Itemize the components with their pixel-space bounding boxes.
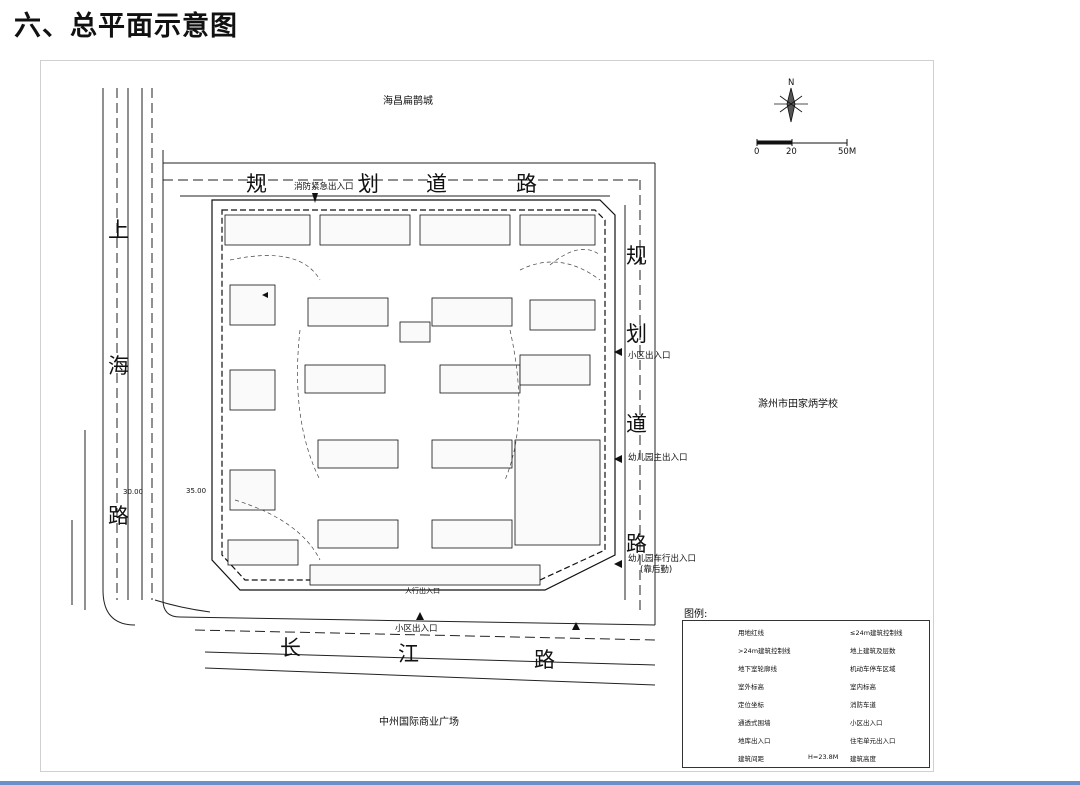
legend-box — [682, 620, 930, 768]
dimension-label: 30.00 — [123, 488, 144, 496]
legend-item: >24m建筑控制线 — [738, 647, 791, 655]
bottom-road-char: 江 — [398, 642, 419, 666]
kindergarten-vehicle-entrance-marker-icon — [614, 560, 622, 568]
kindergarten-block — [514, 439, 601, 546]
legend-item: 住宅单元出入口 — [850, 737, 896, 745]
garage-entrance-marker-icon — [262, 292, 268, 298]
legend-item: 小区出入口 — [850, 719, 883, 727]
north-label: N — [788, 78, 795, 88]
building-block — [227, 539, 299, 566]
top-road-char: 路 — [516, 172, 537, 196]
legend-item: 消防车道 — [850, 701, 876, 709]
left-road-char: 上 — [108, 218, 129, 242]
top-road-char: 道 — [426, 172, 447, 196]
left-road-char: 路 — [108, 504, 129, 528]
building-block — [399, 321, 431, 343]
left-road-outer-line — [102, 88, 136, 626]
bottom-neighbor-label: 中州国际商业广场 — [379, 717, 459, 728]
scale-tick-0: 0 — [754, 147, 760, 157]
legend-title: 图例: — [684, 609, 708, 620]
building-block — [431, 519, 513, 549]
page-title: 六、总平面示意图 — [14, 11, 238, 42]
legend-item: 室内标高 — [850, 683, 876, 691]
legend-item: 建筑间距 — [738, 755, 764, 763]
scale-bar — [756, 139, 848, 146]
scale-tick-50: 50M — [838, 147, 857, 157]
building-block — [224, 214, 311, 246]
community-entrance-marker-icon — [614, 348, 622, 356]
right-road-char: 规 — [626, 244, 647, 268]
fire-entrance-marker-icon — [312, 193, 318, 203]
building-block — [229, 469, 276, 511]
legend-item: 通透式围墙 — [738, 719, 771, 727]
dimension-label: 35.00 — [186, 487, 207, 495]
left-road-char: 海 — [108, 354, 129, 378]
top-road-char: 划 — [358, 172, 379, 196]
pedestrian-entrance-label: 人行出入口 — [405, 587, 440, 595]
community-entrance-bottom-label: 小区出入口 — [395, 624, 438, 634]
pedestrian-entrance-marker-icon — [572, 622, 580, 630]
legend-item: 室外标高 — [738, 683, 764, 691]
right-road-char: 路 — [626, 532, 647, 556]
legend-item: 地库出入口 — [738, 737, 771, 745]
kindergarten-vehicle-entrance-note: (靠后勤) — [640, 565, 673, 575]
building-block — [309, 564, 541, 586]
building-block — [319, 214, 411, 246]
right-neighbor-label: 滁州市田家炳学校 — [758, 399, 838, 410]
north-arrow-icon — [774, 87, 808, 123]
community-bottom-entrance-marker-icon — [416, 612, 424, 620]
building-block — [317, 519, 399, 549]
scale-tick-20: 20 — [786, 147, 797, 157]
building-block — [439, 364, 521, 394]
building-block — [431, 297, 513, 327]
bottom-accent-bar — [0, 781, 1080, 785]
legend-height-sample: H=23.8M — [808, 753, 839, 761]
kindergarten-vehicle-entrance-label: 幼儿园车行出入口 — [628, 554, 697, 564]
legend-item: 地上建筑及层数 — [850, 647, 896, 655]
bottom-road-char: 路 — [534, 648, 555, 672]
legend-item: 机动车停车区域 — [850, 665, 896, 673]
legend-item: 用地红线 — [738, 629, 764, 637]
site-boundary — [211, 199, 616, 591]
building-block — [519, 354, 591, 386]
building-block — [229, 369, 276, 411]
building-block — [519, 214, 596, 246]
building-block — [529, 299, 596, 331]
building-block — [307, 297, 389, 327]
fire-emergency-entrance-label: 消防紧急出入口 — [294, 182, 354, 192]
right-road-char: 划 — [626, 322, 647, 346]
building-block — [229, 284, 276, 326]
bottom-road-char: 长 — [280, 636, 301, 660]
legend-item: 建筑高度 — [850, 755, 876, 763]
right-road-char: 道 — [626, 412, 647, 436]
kindergarten-entrance-marker-icon — [614, 455, 622, 463]
legend-item: 地下室轮廓线 — [738, 665, 777, 673]
top-neighbor-label: 海昌扁鹊城 — [383, 96, 433, 107]
kindergarten-main-entrance-label: 幼儿园主出入口 — [628, 453, 688, 463]
legend-item: 定位坐标 — [738, 701, 764, 709]
building-block — [431, 439, 513, 469]
building-block — [304, 364, 386, 394]
community-entrance-right-label: 小区出入口 — [628, 351, 671, 361]
building-block — [419, 214, 511, 246]
building-block — [317, 439, 399, 469]
top-road-char: 规 — [246, 172, 267, 196]
legend-item: ≤24m建筑控制线 — [850, 629, 903, 637]
